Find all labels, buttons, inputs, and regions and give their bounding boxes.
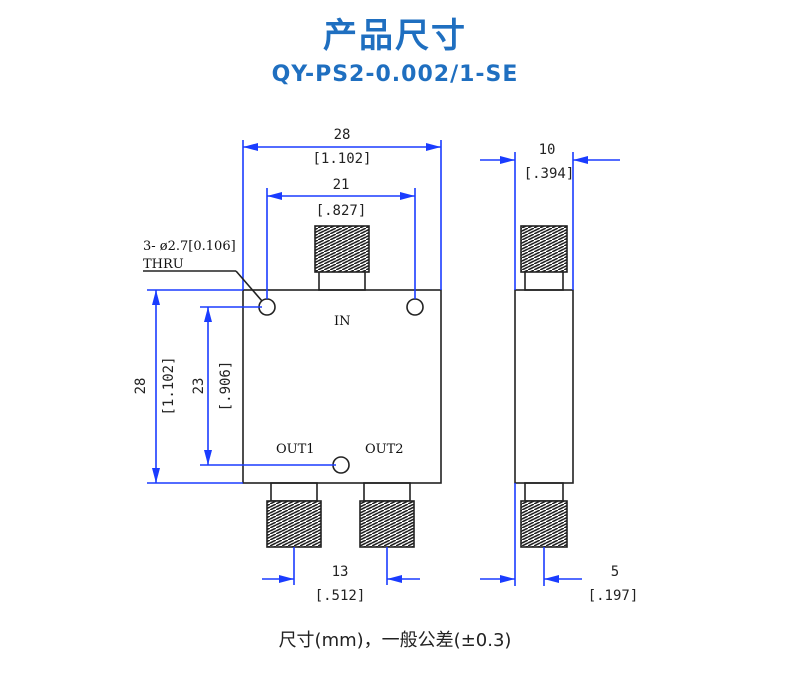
width-overall-dimension: 28 [1.102] [242, 127, 442, 290]
side-top-connector-thread [520, 225, 568, 273]
hole-note-line2: THRU [143, 257, 184, 272]
output-spacing-value: 13 [332, 564, 349, 580]
width-overall-inch: [1.102] [312, 151, 371, 167]
port-in-label: IN [334, 314, 351, 329]
thickness-inch: [.394] [524, 166, 575, 182]
out1-connector-thread [266, 500, 322, 548]
input-connector-thread [314, 225, 370, 273]
connector-span-dimension: 21 [.827] [266, 177, 416, 299]
side-offset-value: 5 [611, 564, 619, 580]
side-view: 10 [.394] 5 [.197] [480, 142, 638, 604]
connector-span-inch: [.827] [316, 203, 367, 219]
tolerance-note: 尺寸(mm)，一般公差(±0.3) [278, 630, 512, 651]
side-bottom-connector-base [524, 482, 564, 502]
side-bottom-connector-thread [520, 500, 568, 548]
thickness-dimension: 10 [.394] [480, 142, 620, 290]
port-out1-label: OUT1 [276, 442, 315, 457]
out2-connector-base [363, 482, 411, 502]
page-title: 产品尺寸 [323, 16, 467, 56]
hole-span-dimension: 23 [.906] [191, 306, 336, 466]
thickness-value: 10 [539, 142, 556, 158]
side-top-connector-base [524, 269, 564, 291]
model-number: QY-PS2-0.002/1-SE [271, 62, 519, 87]
connector-span-value: 21 [333, 177, 350, 193]
output-spacing-inch: [.512] [315, 588, 366, 604]
hole-span-value: 23 [191, 378, 207, 395]
hole-note: 3- ø2.7[0.106] THRU [143, 239, 263, 302]
port-out2-label: OUT2 [365, 442, 404, 457]
hole-span-inch: [.906] [218, 361, 234, 412]
input-connector-base [318, 269, 366, 291]
side-body [514, 289, 574, 484]
mounting-hole-right [406, 298, 424, 316]
out2-connector-thread [359, 500, 415, 548]
height-overall-dimension: 28 [1.102] [133, 289, 243, 484]
hole-note-line1: 3- ø2.7[0.106] [143, 239, 236, 254]
height-overall-value: 28 [133, 378, 149, 395]
side-offset-inch: [.197] [588, 588, 639, 604]
output-spacing-dimension: 13 [.512] [262, 547, 420, 604]
width-overall-value: 28 [334, 127, 351, 143]
out1-connector-base [270, 482, 318, 502]
front-view: IN OUT1 OUT2 28 [1.102] 21 [.827] 3- ø2.… [133, 127, 442, 604]
side-offset-dimension: 5 [.197] [480, 483, 638, 604]
height-overall-inch: [1.102] [161, 356, 177, 415]
